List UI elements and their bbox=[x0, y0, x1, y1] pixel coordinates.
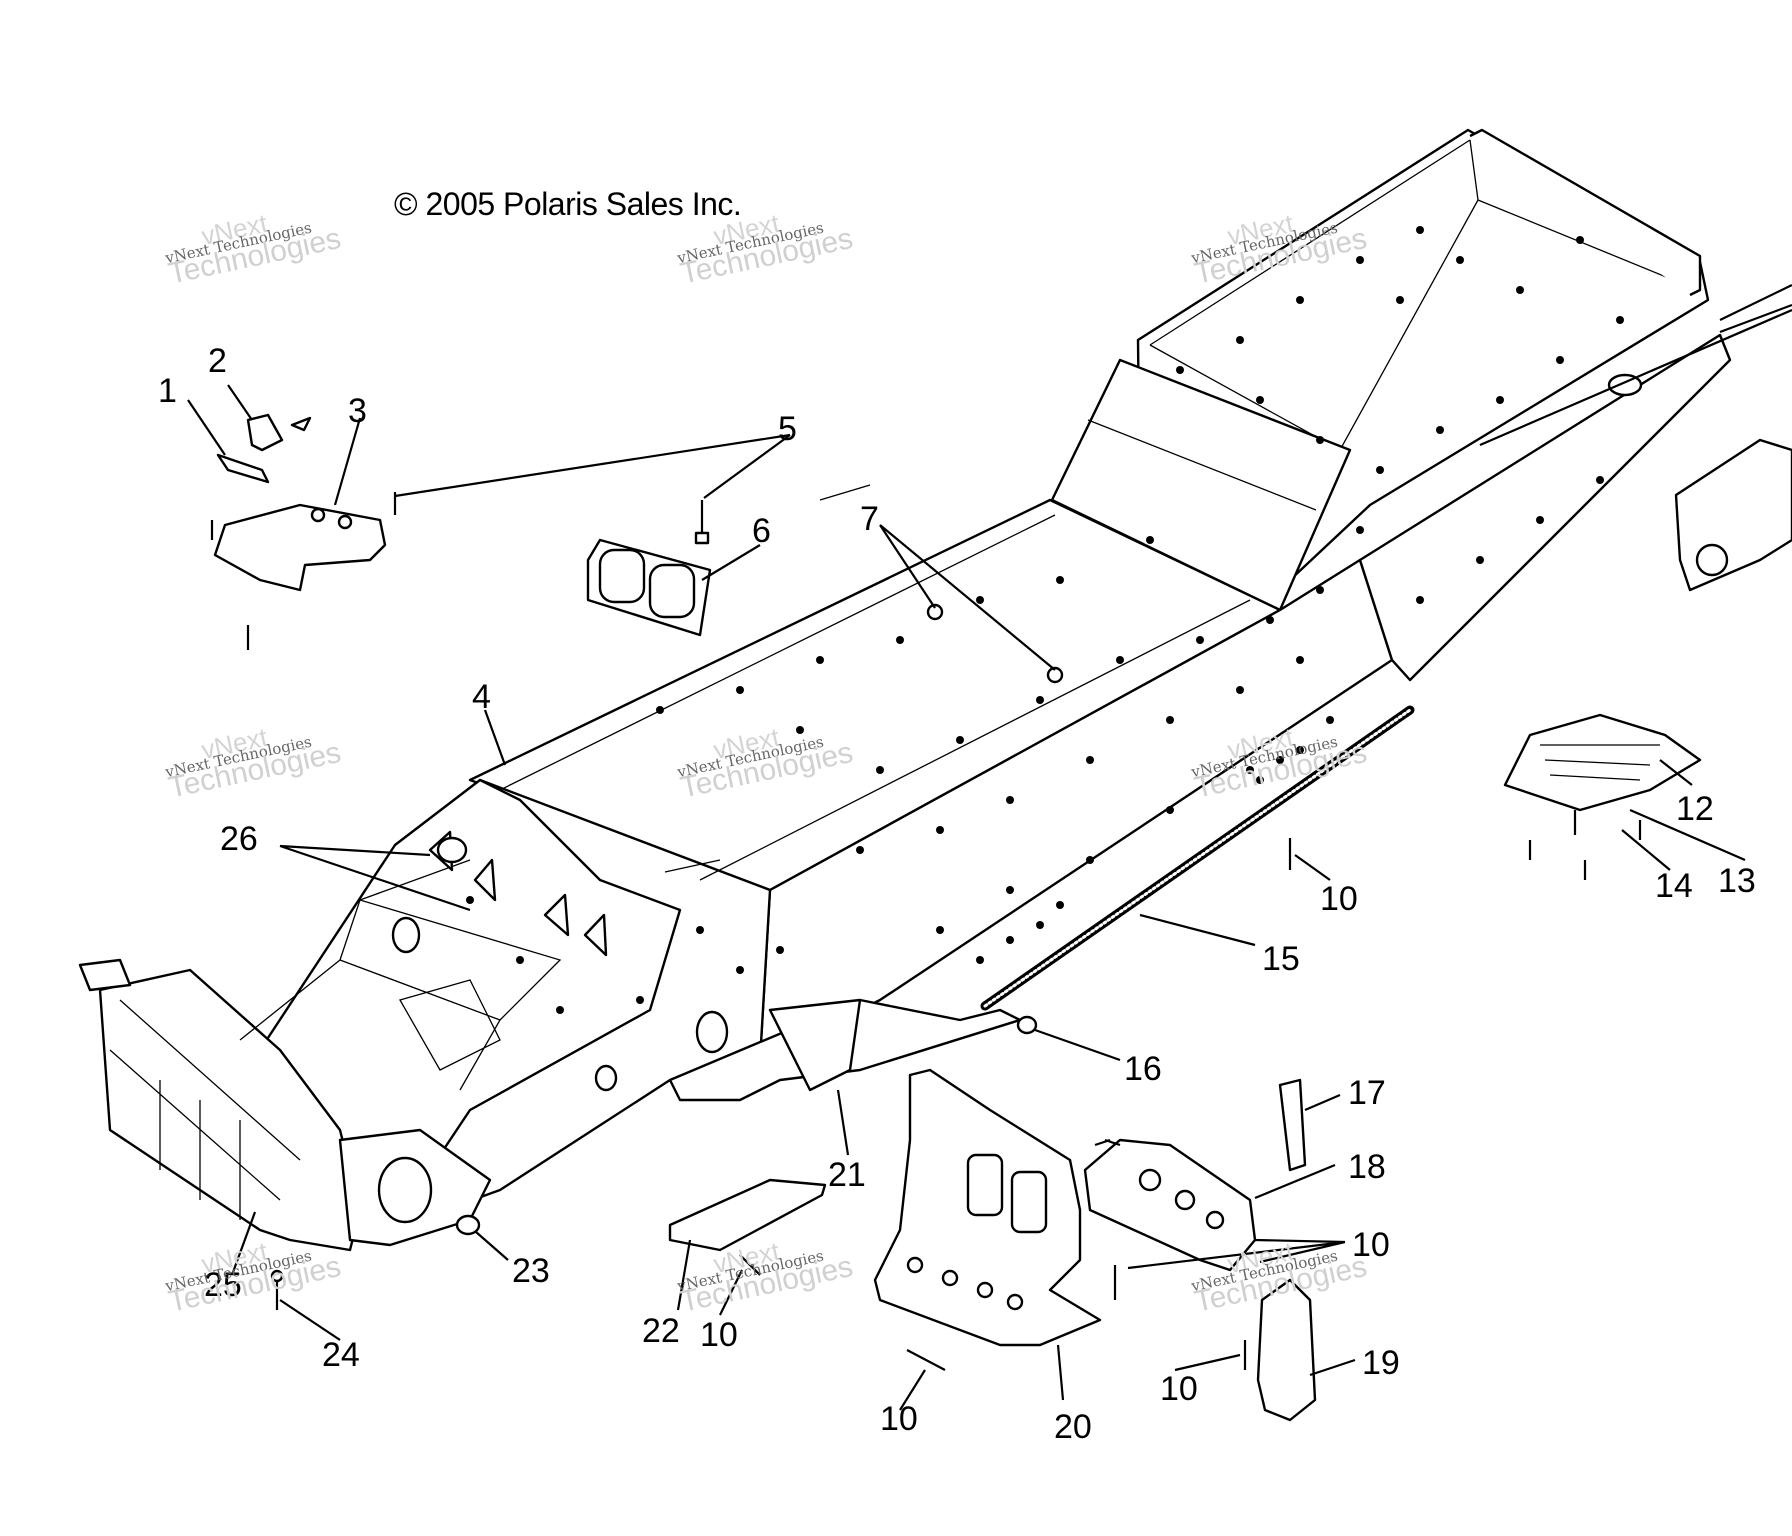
part-1-clip bbox=[216, 453, 270, 484]
part-12-footrest bbox=[1503, 713, 1702, 812]
part-23-bumper bbox=[455, 1214, 481, 1236]
callout-10-d: 10 bbox=[880, 1400, 918, 1438]
callout-numbers: 1 2 3 4 5 6 7 10 10 10 10 10 12 13 14 15… bbox=[158, 342, 1756, 1446]
callout-15: 15 bbox=[1262, 940, 1300, 978]
callout-18: 18 bbox=[1348, 1148, 1386, 1186]
callout-7: 7 bbox=[860, 500, 879, 538]
callout-24: 24 bbox=[322, 1336, 360, 1374]
callout-26: 26 bbox=[220, 820, 258, 858]
part-22-plate bbox=[668, 1178, 827, 1252]
callout-16: 16 bbox=[1124, 1050, 1162, 1088]
callout-19: 19 bbox=[1362, 1344, 1400, 1382]
part-19-flap bbox=[1256, 1278, 1317, 1422]
callout-2: 2 bbox=[208, 342, 227, 380]
part-20-bulkhead bbox=[873, 1068, 1102, 1347]
part-5-screws bbox=[393, 492, 710, 545]
part-24-bolt bbox=[270, 1269, 284, 1310]
callout-10-c: 10 bbox=[1160, 1370, 1198, 1408]
part-6-duct bbox=[586, 538, 712, 637]
callout-13: 13 bbox=[1718, 862, 1756, 900]
callout-1: 1 bbox=[158, 372, 177, 410]
callout-22: 22 bbox=[642, 1312, 680, 1350]
callout-23: 23 bbox=[512, 1252, 550, 1290]
leader-lines bbox=[187, 384, 1746, 1411]
part-16-bumper bbox=[1016, 1015, 1038, 1035]
part-3-bracket bbox=[210, 503, 387, 650]
callout-5: 5 bbox=[778, 410, 797, 448]
fasteners bbox=[739, 810, 1642, 1371]
callout-12: 12 bbox=[1676, 790, 1714, 828]
callout-17: 17 bbox=[1348, 1074, 1386, 1112]
part-2-latch bbox=[246, 413, 312, 452]
callout-10-e: 10 bbox=[700, 1316, 738, 1354]
copyright-notice: © 2005 Polaris Sales Inc. bbox=[394, 186, 742, 222]
callout-25: 25 bbox=[204, 1266, 242, 1304]
part-17-bumper-strip bbox=[1278, 1078, 1307, 1172]
callout-21: 21 bbox=[828, 1156, 866, 1194]
chassis-frame bbox=[78, 128, 1732, 1252]
frame-rivets bbox=[466, 226, 1624, 1014]
callout-3: 3 bbox=[348, 392, 367, 430]
right-edge-brackets bbox=[1479, 284, 1792, 592]
callout-10-b: 10 bbox=[1352, 1226, 1390, 1264]
callout-14: 14 bbox=[1655, 867, 1693, 905]
callout-4: 4 bbox=[472, 678, 491, 716]
callout-10-a: 10 bbox=[1320, 880, 1358, 918]
part-18-panel bbox=[1083, 1138, 1257, 1272]
callout-6: 6 bbox=[752, 512, 771, 550]
callout-20: 20 bbox=[1054, 1408, 1092, 1446]
